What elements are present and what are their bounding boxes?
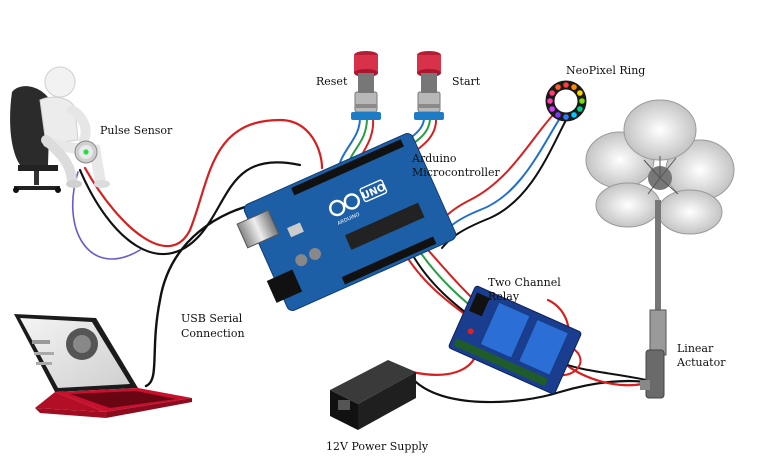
label-actuator-line2: Actuator — [676, 356, 726, 369]
label-reset: Reset — [316, 75, 348, 88]
neopixel-led — [579, 98, 585, 104]
neopixel-led — [549, 106, 555, 112]
label-start: Start — [452, 75, 481, 88]
neopixel-led — [571, 84, 577, 90]
neopixel-ring — [545, 80, 587, 122]
neopixel-led — [547, 98, 553, 104]
label-usb-line2: Connection — [181, 327, 245, 340]
person-on-chair-illustration — [10, 66, 110, 193]
neopixel-led — [563, 114, 569, 120]
wire-relay-red — [403, 251, 471, 319]
start-button — [414, 51, 444, 120]
label-relay-line1: Two Channel — [488, 276, 561, 289]
label-actuator-line1: Linear — [677, 342, 714, 355]
label-arduino-line2: Microcontroller — [412, 166, 501, 179]
wire-ps-red — [410, 353, 478, 376]
arduino-uno-board: UNO ARDUINO — [236, 133, 457, 311]
label-power-supply: 12V Power Supply — [326, 440, 429, 453]
laptop — [14, 314, 192, 418]
flower — [585, 99, 735, 235]
wire-usb — [144, 201, 264, 388]
label-relay-line2: Relay — [488, 290, 520, 303]
pulse-sensor — [74, 140, 98, 164]
linear-actuator — [640, 200, 667, 399]
wire-pulse-red — [83, 118, 324, 248]
neopixel-leds — [547, 82, 585, 120]
neopixel-led — [555, 112, 561, 118]
neopixel-led — [555, 84, 561, 90]
reset-button — [351, 51, 381, 120]
two-channel-relay — [448, 285, 582, 395]
label-arduino-line1: Arduino — [411, 152, 457, 165]
wire-pulse-blue — [71, 171, 141, 260]
neopixel-led — [577, 90, 583, 96]
label-usb-line1: USB Serial — [181, 312, 243, 325]
neopixel-led — [577, 106, 583, 112]
wires — [71, 114, 647, 404]
label-pulse-sensor: Pulse Sensor — [100, 124, 173, 137]
label-neopixel-ring: NeoPixel Ring — [566, 64, 645, 77]
neopixel-led — [563, 82, 569, 88]
wire-pulse-black — [78, 161, 302, 256]
power-supply — [330, 360, 416, 430]
neopixel-led — [571, 112, 577, 118]
neopixel-led — [549, 90, 555, 96]
